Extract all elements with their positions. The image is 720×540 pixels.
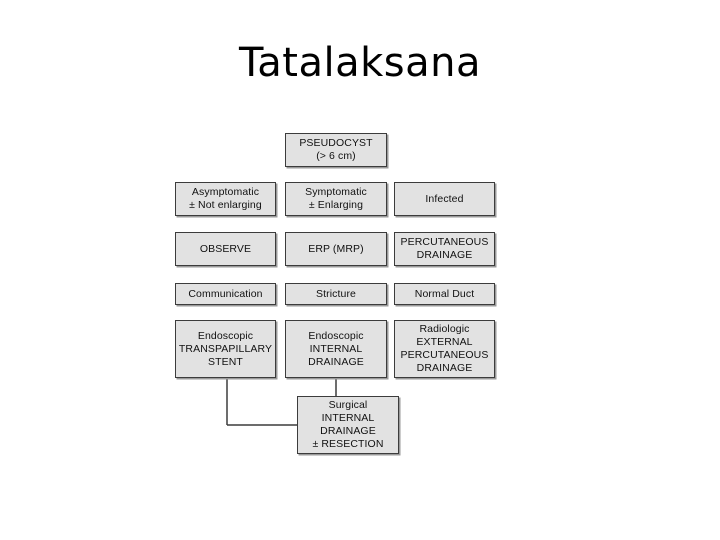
infected-box: Infected bbox=[394, 182, 495, 216]
observe-box: OBSERVE bbox=[175, 232, 276, 266]
surgical-drainage-box: Surgical INTERNAL DRAINAGE ± RESECTION bbox=[297, 396, 399, 454]
communication-box: Communication bbox=[175, 283, 276, 305]
percutaneous-drainage-box: PERCUTANEOUS DRAINAGE bbox=[394, 232, 495, 266]
transpapillary-stent-box: Endoscopic TRANSPAPILLARY STENT bbox=[175, 320, 276, 378]
asymptomatic-box: Asymptomatic ± Not enlarging bbox=[175, 182, 276, 216]
slide-title: Tatalaksana bbox=[238, 40, 482, 86]
internal-drainage-box: Endoscopic INTERNAL DRAINAGE bbox=[285, 320, 387, 378]
pseudocyst-box: PSEUDOCYST (> 6 cm) bbox=[285, 133, 387, 167]
symptomatic-box: Symptomatic ± Enlarging bbox=[285, 182, 387, 216]
stricture-box: Stricture bbox=[285, 283, 387, 305]
erp-box: ERP (MRP) bbox=[285, 232, 387, 266]
external-percutaneous-drainage-box: Radiologic EXTERNAL PERCUTANEOUS DRAINAG… bbox=[394, 320, 495, 378]
normal-duct-box: Normal Duct bbox=[394, 283, 495, 305]
